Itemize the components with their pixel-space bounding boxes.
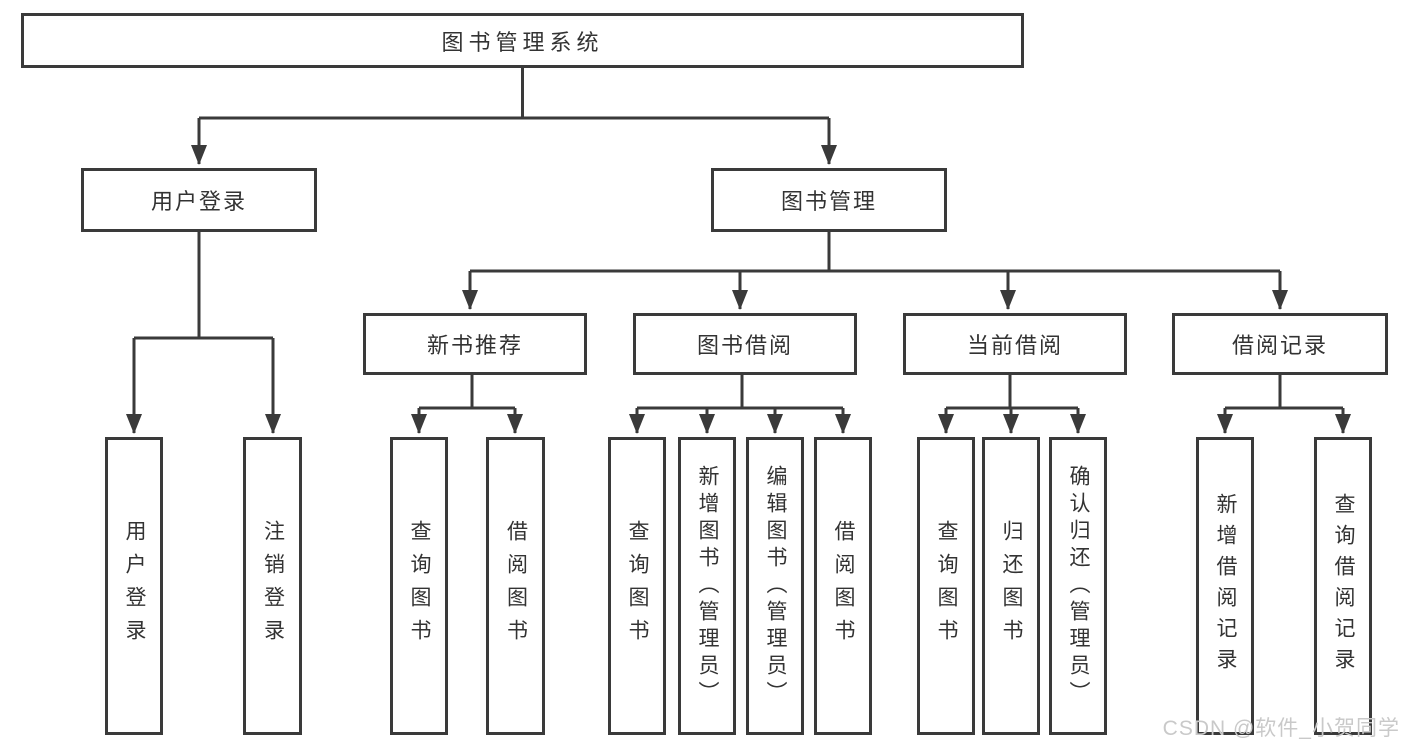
node-label: 图书管理 <box>780 189 877 214</box>
node-label: 图书管理系统 <box>441 29 604 55</box>
node-nbr-query-book: 查询图书 <box>390 437 448 735</box>
node-logout: 注销登录 <box>243 437 302 735</box>
node-label: 确认归还（管理员） <box>1067 464 1090 708</box>
node-label: 新增借阅记录 <box>1214 493 1237 679</box>
node-current-borrow: 当前借阅 <box>903 313 1127 375</box>
csdn-watermark: CSDN @软件_小贺同学 <box>1162 717 1400 740</box>
node-book-borrow: 图书借阅 <box>633 313 857 375</box>
node-label: 借阅图书 <box>832 520 855 652</box>
node-book-management: 图书管理 <box>711 168 947 232</box>
node-root: 图书管理系统 <box>21 13 1024 68</box>
connector-bb-trunk <box>637 375 843 410</box>
node-cb-return-book: 归还图书 <box>982 437 1040 735</box>
node-new-book-recommend: 新书推荐 <box>363 313 587 375</box>
node-label: 编辑图书（管理员） <box>764 464 787 708</box>
node-bb-edit-book: 编辑图书（管理员） <box>746 437 804 735</box>
connector-root-trunk <box>199 68 829 120</box>
connector-cb-trunk <box>946 375 1078 410</box>
node-label: 用户登录 <box>123 520 146 652</box>
node-label: 查询图书 <box>626 520 649 652</box>
node-label: 借阅图书 <box>504 520 528 652</box>
node-bb-borrow-book: 借阅图书 <box>814 437 872 735</box>
node-bb-add-book: 新增图书（管理员） <box>678 437 736 735</box>
node-label: 当前借阅 <box>966 333 1063 358</box>
node-label: 查询图书 <box>935 520 958 652</box>
node-user-login: 用户登录 <box>105 437 163 735</box>
node-label: 查询借阅记录 <box>1332 493 1355 679</box>
node-label: 查询图书 <box>408 520 431 652</box>
node-cb-confirm-return: 确认归还（管理员） <box>1049 437 1107 735</box>
node-user-login-group: 用户登录 <box>81 168 317 232</box>
node-label: 图书借阅 <box>696 333 793 358</box>
node-bb-query-book: 查询图书 <box>608 437 666 735</box>
node-label: 归还图书 <box>1000 520 1023 652</box>
connector-bookmgmt-trunk <box>470 232 1280 273</box>
connector-userlogin-trunk <box>134 232 273 340</box>
node-br-add-record: 新增借阅记录 <box>1196 437 1254 735</box>
node-cb-query-book: 查询图书 <box>917 437 975 735</box>
node-label: 用户登录 <box>150 189 247 214</box>
node-borrow-records: 借阅记录 <box>1172 313 1388 375</box>
node-br-query-record: 查询借阅记录 <box>1314 437 1372 735</box>
node-label: 新增图书（管理员） <box>696 464 719 708</box>
node-nbr-borrow-book: 借阅图书 <box>486 437 545 735</box>
connector-nbr-trunk <box>419 375 515 410</box>
node-label: 注销登录 <box>261 520 285 652</box>
node-label: 新书推荐 <box>426 333 523 358</box>
connector-br-trunk <box>1225 375 1343 410</box>
node-label: 借阅记录 <box>1231 333 1328 358</box>
